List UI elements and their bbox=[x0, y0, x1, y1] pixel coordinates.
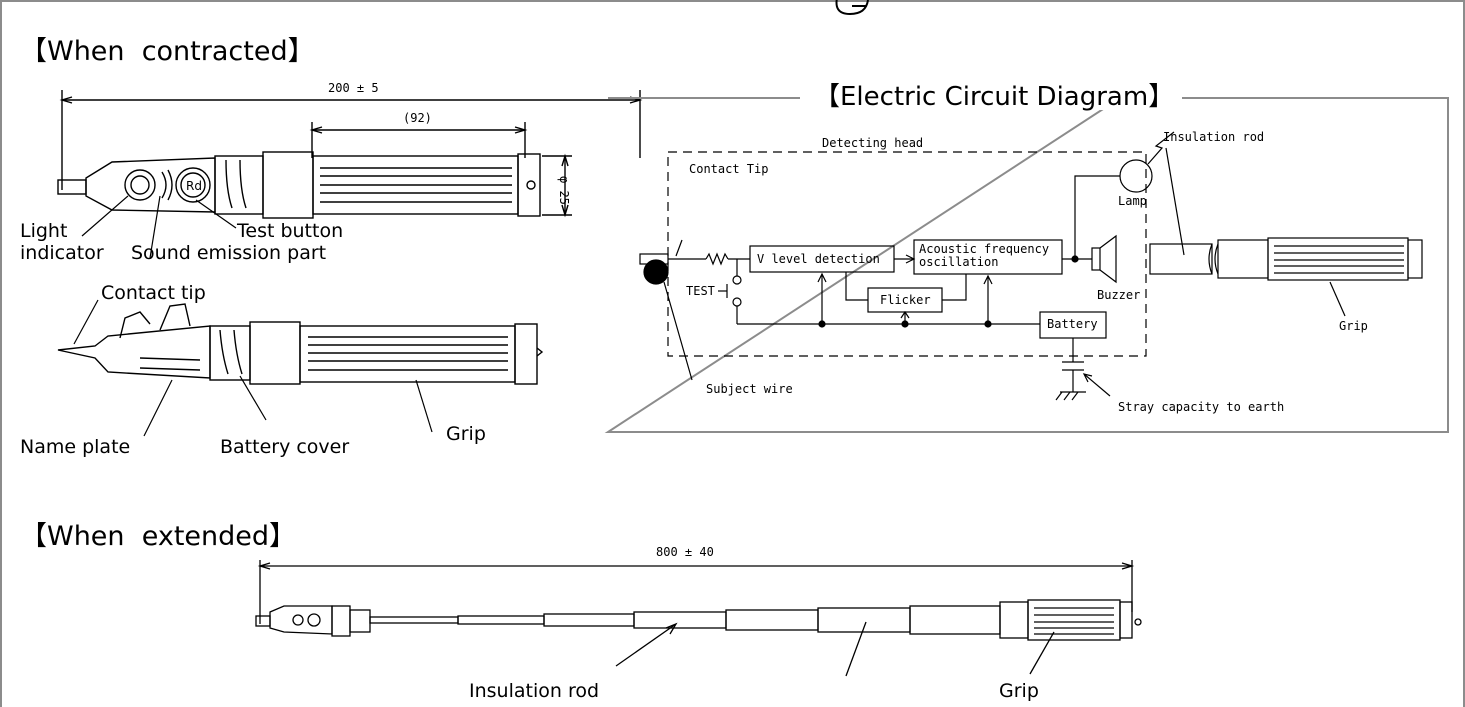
label-sound-emission-part: Sound emission part bbox=[131, 242, 327, 264]
label-test-button: Test button bbox=[237, 220, 344, 242]
leaders-contracted-bottom bbox=[73, 299, 433, 437]
label-grip-circuit: Grip bbox=[1339, 319, 1368, 333]
label-stray-capacity: Stray capacity to earth bbox=[1118, 400, 1285, 414]
dim-overall-length-extended: 800 ± 40 bbox=[656, 545, 714, 559]
title-when-extended: 【When extended】 bbox=[20, 521, 297, 552]
label-detecting-head: Detecting head bbox=[822, 136, 924, 150]
label-insulation-rod-circuit: Insulation rod bbox=[1163, 130, 1265, 144]
block-acoustic-line1: Acoustic frequency bbox=[919, 242, 1050, 256]
block-flicker: Flicker bbox=[880, 293, 931, 307]
leaders-contracted-top bbox=[81, 195, 237, 259]
block-acoustic-line2: oscillation bbox=[919, 255, 999, 269]
svg-text:Rd: Rd bbox=[186, 179, 202, 193]
cropped-heading-fragment bbox=[835, 0, 869, 16]
label-insulation-rod: Insulation rod bbox=[469, 680, 600, 702]
label-grip-extended: Grip bbox=[999, 680, 1039, 702]
label-contact-tip-circuit: Contact Tip bbox=[689, 162, 769, 176]
block-v-level-detection: V level detection bbox=[757, 252, 880, 266]
label-contact-tip: Contact tip bbox=[101, 282, 206, 304]
block-battery: Battery bbox=[1047, 317, 1098, 331]
label-light-indicator-line1: Light bbox=[20, 220, 68, 242]
detector-contracted-bottom bbox=[57, 303, 544, 385]
label-light-indicator-line2: indicator bbox=[20, 242, 104, 264]
circuit-panel-frame bbox=[604, 97, 1449, 433]
circuit-diagram bbox=[639, 131, 1423, 401]
dim-diameter: φ 25 bbox=[557, 176, 571, 205]
dim-overall-length-contracted: 200 ± 5 bbox=[328, 81, 379, 95]
label-grip-contracted: Grip bbox=[446, 423, 486, 445]
label-battery-cover: Battery cover bbox=[220, 436, 350, 458]
label-buzzer: Buzzer bbox=[1097, 288, 1141, 302]
title-when-contracted: 【When contracted】 bbox=[20, 36, 315, 67]
circuit-diagram-title: 【Electric Circuit Diagram】 bbox=[806, 84, 1183, 110]
label-subject-wire: Subject wire bbox=[706, 382, 793, 396]
label-name-plate: Name plate bbox=[20, 436, 131, 458]
label-lamp: Lamp bbox=[1118, 194, 1147, 208]
detector-contracted-top: Rd bbox=[57, 90, 643, 219]
dim-grip-length: (92) bbox=[403, 111, 432, 125]
label-test-switch: TEST bbox=[686, 284, 715, 298]
detector-extended bbox=[255, 560, 1142, 677]
